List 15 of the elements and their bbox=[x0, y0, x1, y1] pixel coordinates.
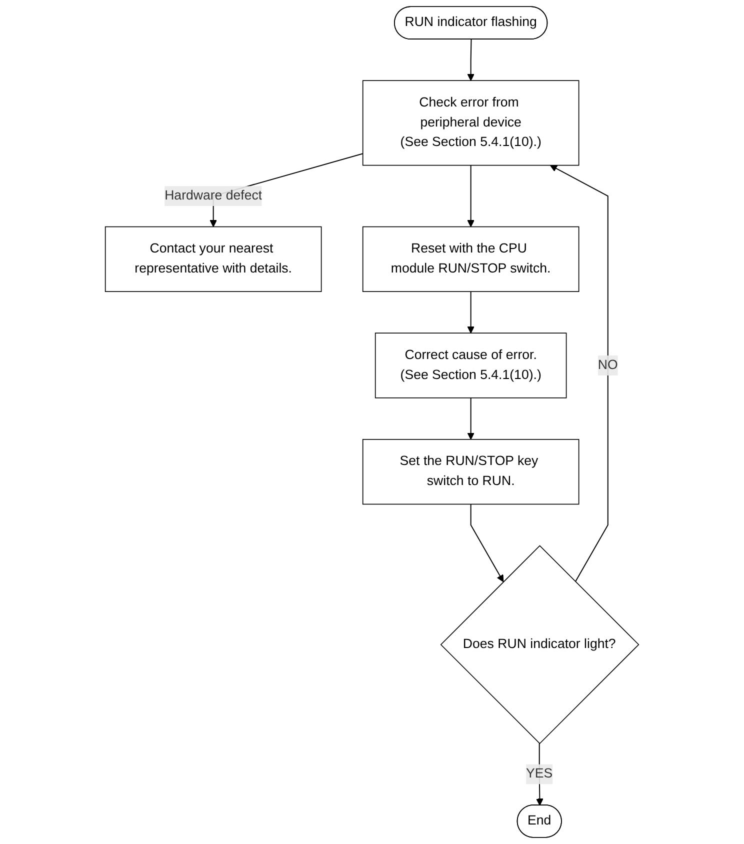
arrow bbox=[467, 291, 474, 334]
arrow bbox=[470, 504, 504, 582]
arrow bbox=[467, 164, 474, 228]
arrow bbox=[467, 397, 474, 440]
edge-label: YES bbox=[526, 766, 553, 781]
arrow bbox=[550, 164, 608, 582]
edge-label: Hardware defect bbox=[164, 188, 262, 203]
node-box: Check error from peripheral device (See Section 5.4.1(10).) bbox=[362, 80, 580, 166]
node-box: Correct cause of error. (See Section 5.4.1(10).) bbox=[374, 332, 567, 398]
node-box: Reset with the CPU module RUN/STOP switch. bbox=[362, 226, 580, 292]
node-diamond: Does RUN indicator light? bbox=[440, 545, 640, 744]
edge-label: NO bbox=[598, 358, 618, 372]
arrow bbox=[467, 38, 474, 81]
node-box: Contact your nearest representative with details. bbox=[104, 226, 322, 292]
node-box: Set the RUN/STOP key switch to RUN. bbox=[362, 439, 580, 505]
